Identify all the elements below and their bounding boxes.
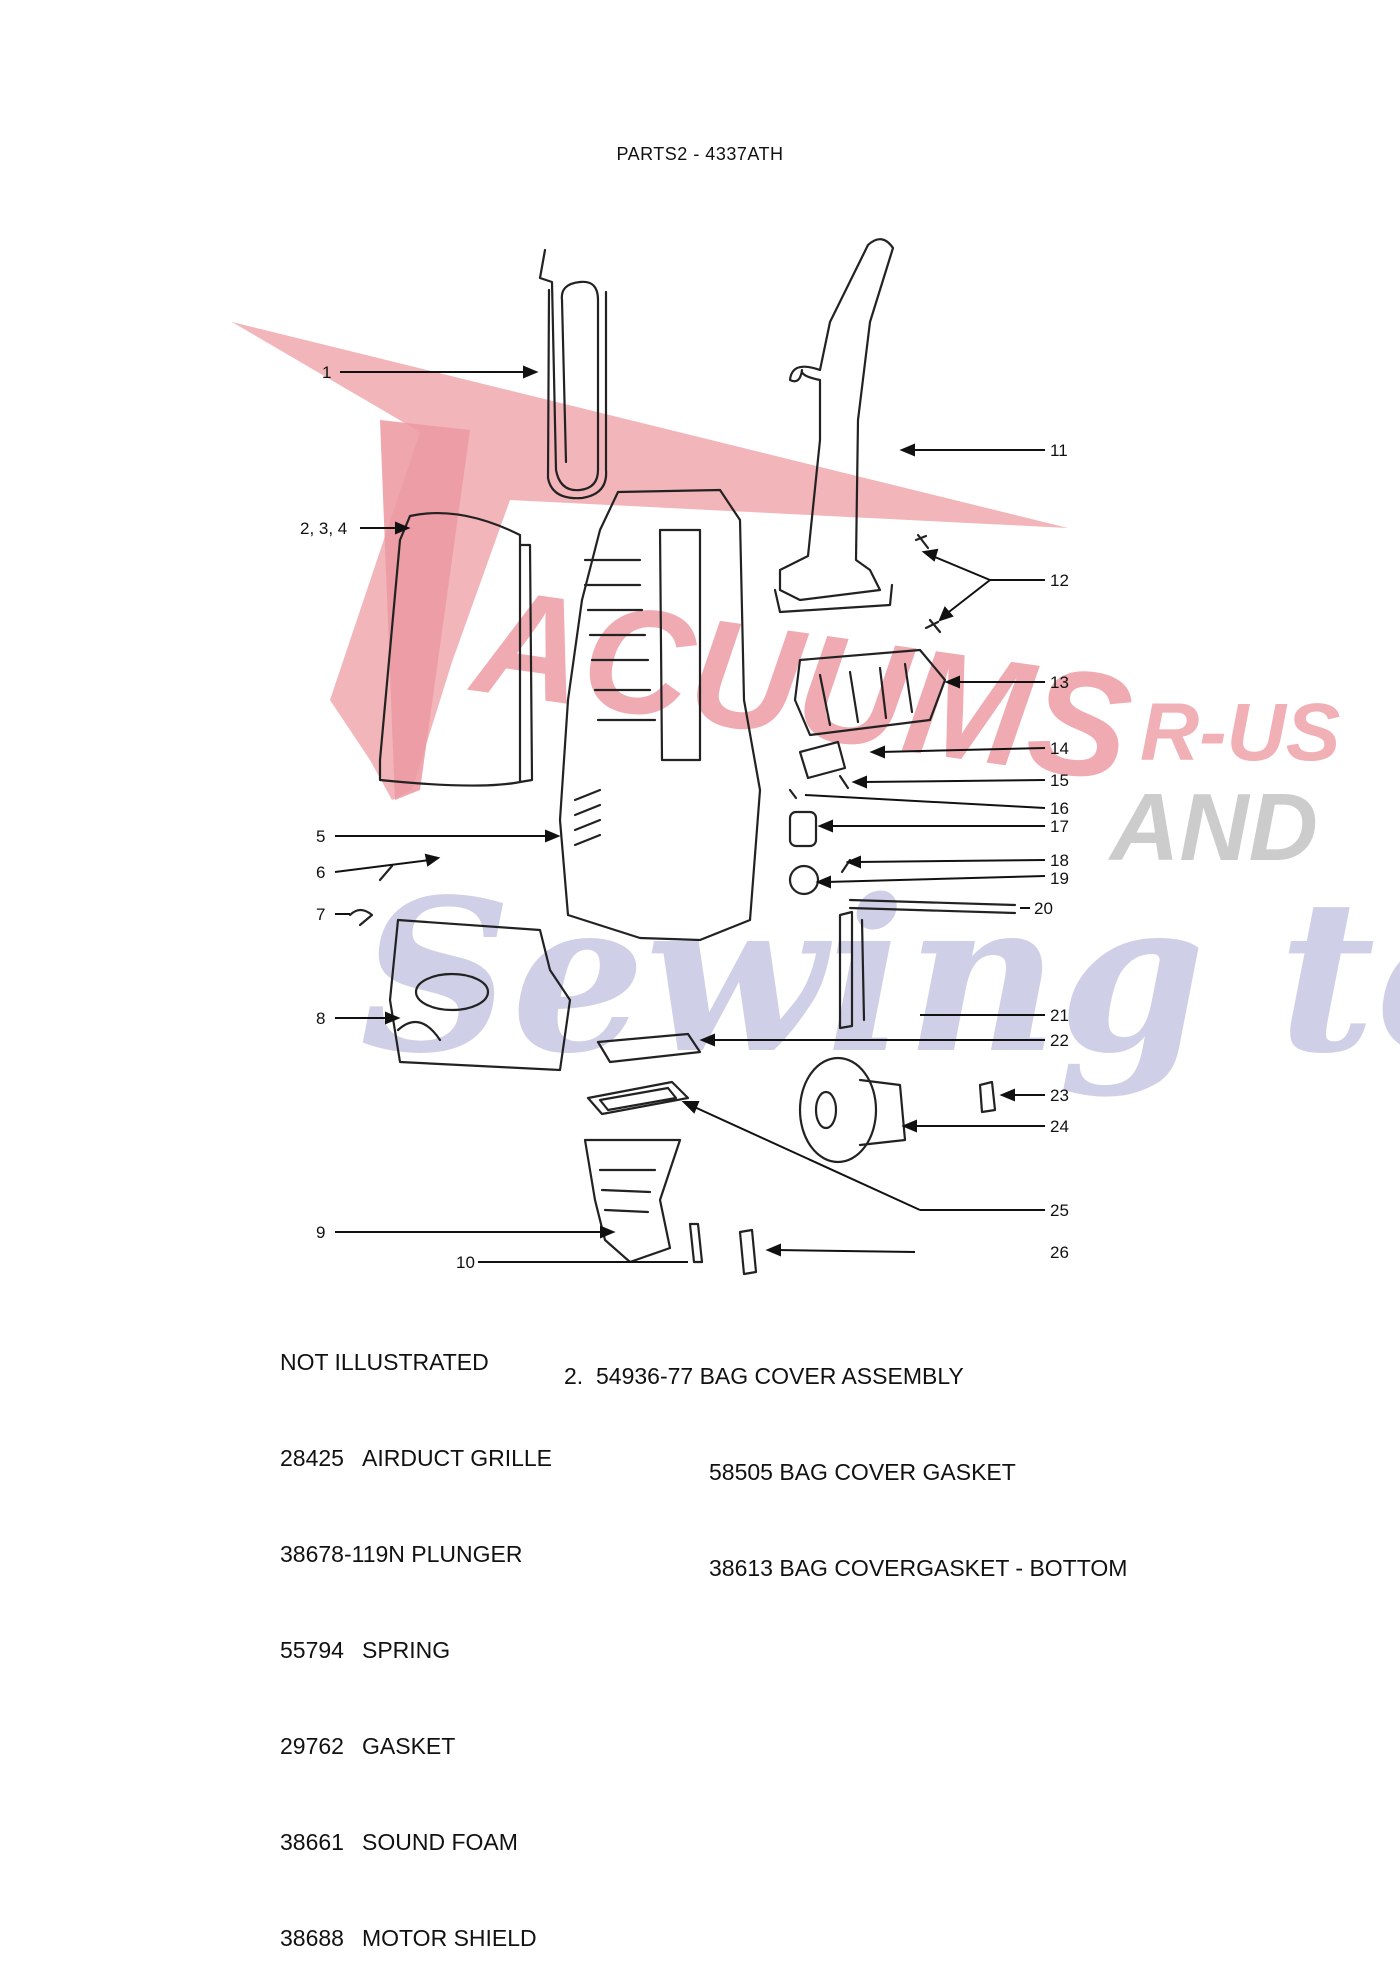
part-code: 28425 bbox=[280, 1445, 344, 1471]
callout-25: 25 bbox=[1050, 1201, 1069, 1220]
item-number: 2. bbox=[564, 1363, 584, 1389]
part-name: SPRING bbox=[362, 1637, 451, 1663]
callout-7: 7 bbox=[316, 905, 325, 924]
part-code: 29762 bbox=[280, 1733, 344, 1759]
callout-9: 9 bbox=[316, 1223, 325, 1242]
callout-23: 23 bbox=[1050, 1086, 1069, 1105]
callout-15: 15 bbox=[1050, 771, 1069, 790]
list-item: 38688 MOTOR SHIELD bbox=[280, 1922, 552, 1954]
part-name: SOUND FOAM bbox=[362, 1829, 518, 1855]
part-10-clip bbox=[688, 1222, 704, 1264]
callout-16: 16 bbox=[1050, 799, 1069, 818]
callout-14: 14 bbox=[1050, 739, 1069, 758]
part-code: 54936-77 bbox=[596, 1363, 694, 1389]
part-code: 55794 bbox=[280, 1637, 344, 1663]
page-title: PARTS2 - 4337ATH bbox=[616, 144, 784, 164]
part-21 bbox=[838, 910, 866, 1030]
part-9-nozzle-base bbox=[583, 1138, 682, 1264]
part-22-filter bbox=[596, 1032, 702, 1064]
part-23 bbox=[978, 1080, 997, 1114]
part-20 bbox=[848, 898, 1017, 915]
not-illustrated-heading: NOT ILLUSTRATED bbox=[280, 1349, 489, 1375]
part-name: AIRDUCT GRILLE bbox=[362, 1445, 553, 1471]
part-15 bbox=[838, 774, 850, 790]
part-19 bbox=[788, 864, 820, 896]
part-25-filter-frame bbox=[586, 1080, 690, 1116]
callout-1: 1 bbox=[322, 363, 331, 382]
exploded-parts-diagram: ACUUMS R-US AND Sewing too bbox=[232, 238, 1400, 1276]
bag-cover-parts-list: 2. 54936-77 BAG COVER ASSEMBLY 58505 BAG … bbox=[564, 1296, 1127, 1616]
part-code: 38678-119N bbox=[280, 1541, 405, 1567]
part-17 bbox=[788, 810, 818, 848]
callout-26: 26 bbox=[1050, 1243, 1069, 1262]
list-item: 58505 BAG COVER GASKET bbox=[564, 1456, 1127, 1488]
part-24-motor bbox=[798, 1056, 878, 1164]
list-item: 28425 AIRDUCT GRILLE bbox=[280, 1442, 552, 1474]
list-item: 55794 SPRING bbox=[280, 1634, 552, 1666]
watermark-ru: R-US bbox=[1140, 687, 1340, 778]
part-1-cord-wrap bbox=[538, 248, 600, 492]
callout-22: 22 bbox=[1050, 1031, 1069, 1050]
leader-lines bbox=[334, 365, 1046, 1263]
callout-10: 10 bbox=[456, 1253, 475, 1272]
callout-21: 21 bbox=[1050, 1006, 1069, 1025]
part-code: 58505 bbox=[709, 1459, 773, 1485]
part-code: 38688 bbox=[280, 1925, 344, 1951]
part-code: 38661 bbox=[280, 1829, 344, 1855]
callout-11: 11 bbox=[1050, 441, 1068, 460]
watermark-script: Sewing too bbox=[360, 853, 1400, 1100]
part-name: PLUNGER bbox=[411, 1541, 523, 1567]
callout-20: 20 bbox=[1034, 899, 1053, 918]
part-8-front-housing bbox=[388, 918, 572, 1072]
part-2-bag-cover bbox=[378, 511, 522, 787]
part-7 bbox=[348, 908, 374, 927]
list-item: 2. 54936-77 BAG COVER ASSEMBLY bbox=[564, 1360, 1127, 1392]
part-26-latch bbox=[738, 1228, 758, 1276]
part-11-handle bbox=[778, 238, 895, 602]
part-name: GASKET bbox=[362, 1733, 456, 1759]
callout-19: 19 bbox=[1050, 869, 1069, 888]
part-6 bbox=[378, 864, 394, 882]
list-item: 29762 GASKET bbox=[280, 1730, 552, 1762]
part-name: MOTOR SHIELD bbox=[362, 1925, 537, 1951]
part-13-hood bbox=[793, 648, 947, 737]
callout-17: 17 bbox=[1050, 817, 1069, 836]
watermark-and: AND bbox=[1108, 774, 1318, 881]
watermark-logo: ACUUMS R-US AND Sewing too bbox=[232, 322, 1400, 1100]
part-code: 38613 bbox=[709, 1555, 773, 1581]
callout-2-3-4: 2, 3, 4 bbox=[300, 519, 347, 538]
list-item: 38661 SOUND FOAM bbox=[280, 1826, 552, 1858]
part-14 bbox=[798, 740, 847, 780]
callout-13: 13 bbox=[1050, 673, 1069, 692]
part-12-screw-b bbox=[924, 618, 942, 634]
part-main-body-housing bbox=[558, 488, 762, 942]
not-illustrated-list: NOT ILLUSTRATED 28425 AIRDUCT GRILLE 3867… bbox=[280, 1282, 552, 1986]
callout-8: 8 bbox=[316, 1009, 325, 1028]
list-item: 38613 BAG COVERGASKET - BOTTOM bbox=[564, 1552, 1127, 1584]
part-name: BAG COVERGASKET - BOTTOM bbox=[779, 1555, 1128, 1581]
callout-12: 12 bbox=[1050, 571, 1069, 590]
part-12-screw-a bbox=[914, 533, 930, 550]
part-name: BAG COVER GASKET bbox=[779, 1459, 1016, 1485]
list-item: 38678-119N PLUNGER bbox=[280, 1538, 552, 1570]
callout-6: 6 bbox=[316, 863, 325, 882]
callout-5: 5 bbox=[316, 827, 325, 846]
callout-24: 24 bbox=[1050, 1117, 1069, 1136]
part-name: BAG COVER ASSEMBLY bbox=[699, 1363, 964, 1389]
part-16 bbox=[788, 788, 798, 800]
callout-18: 18 bbox=[1050, 851, 1069, 870]
